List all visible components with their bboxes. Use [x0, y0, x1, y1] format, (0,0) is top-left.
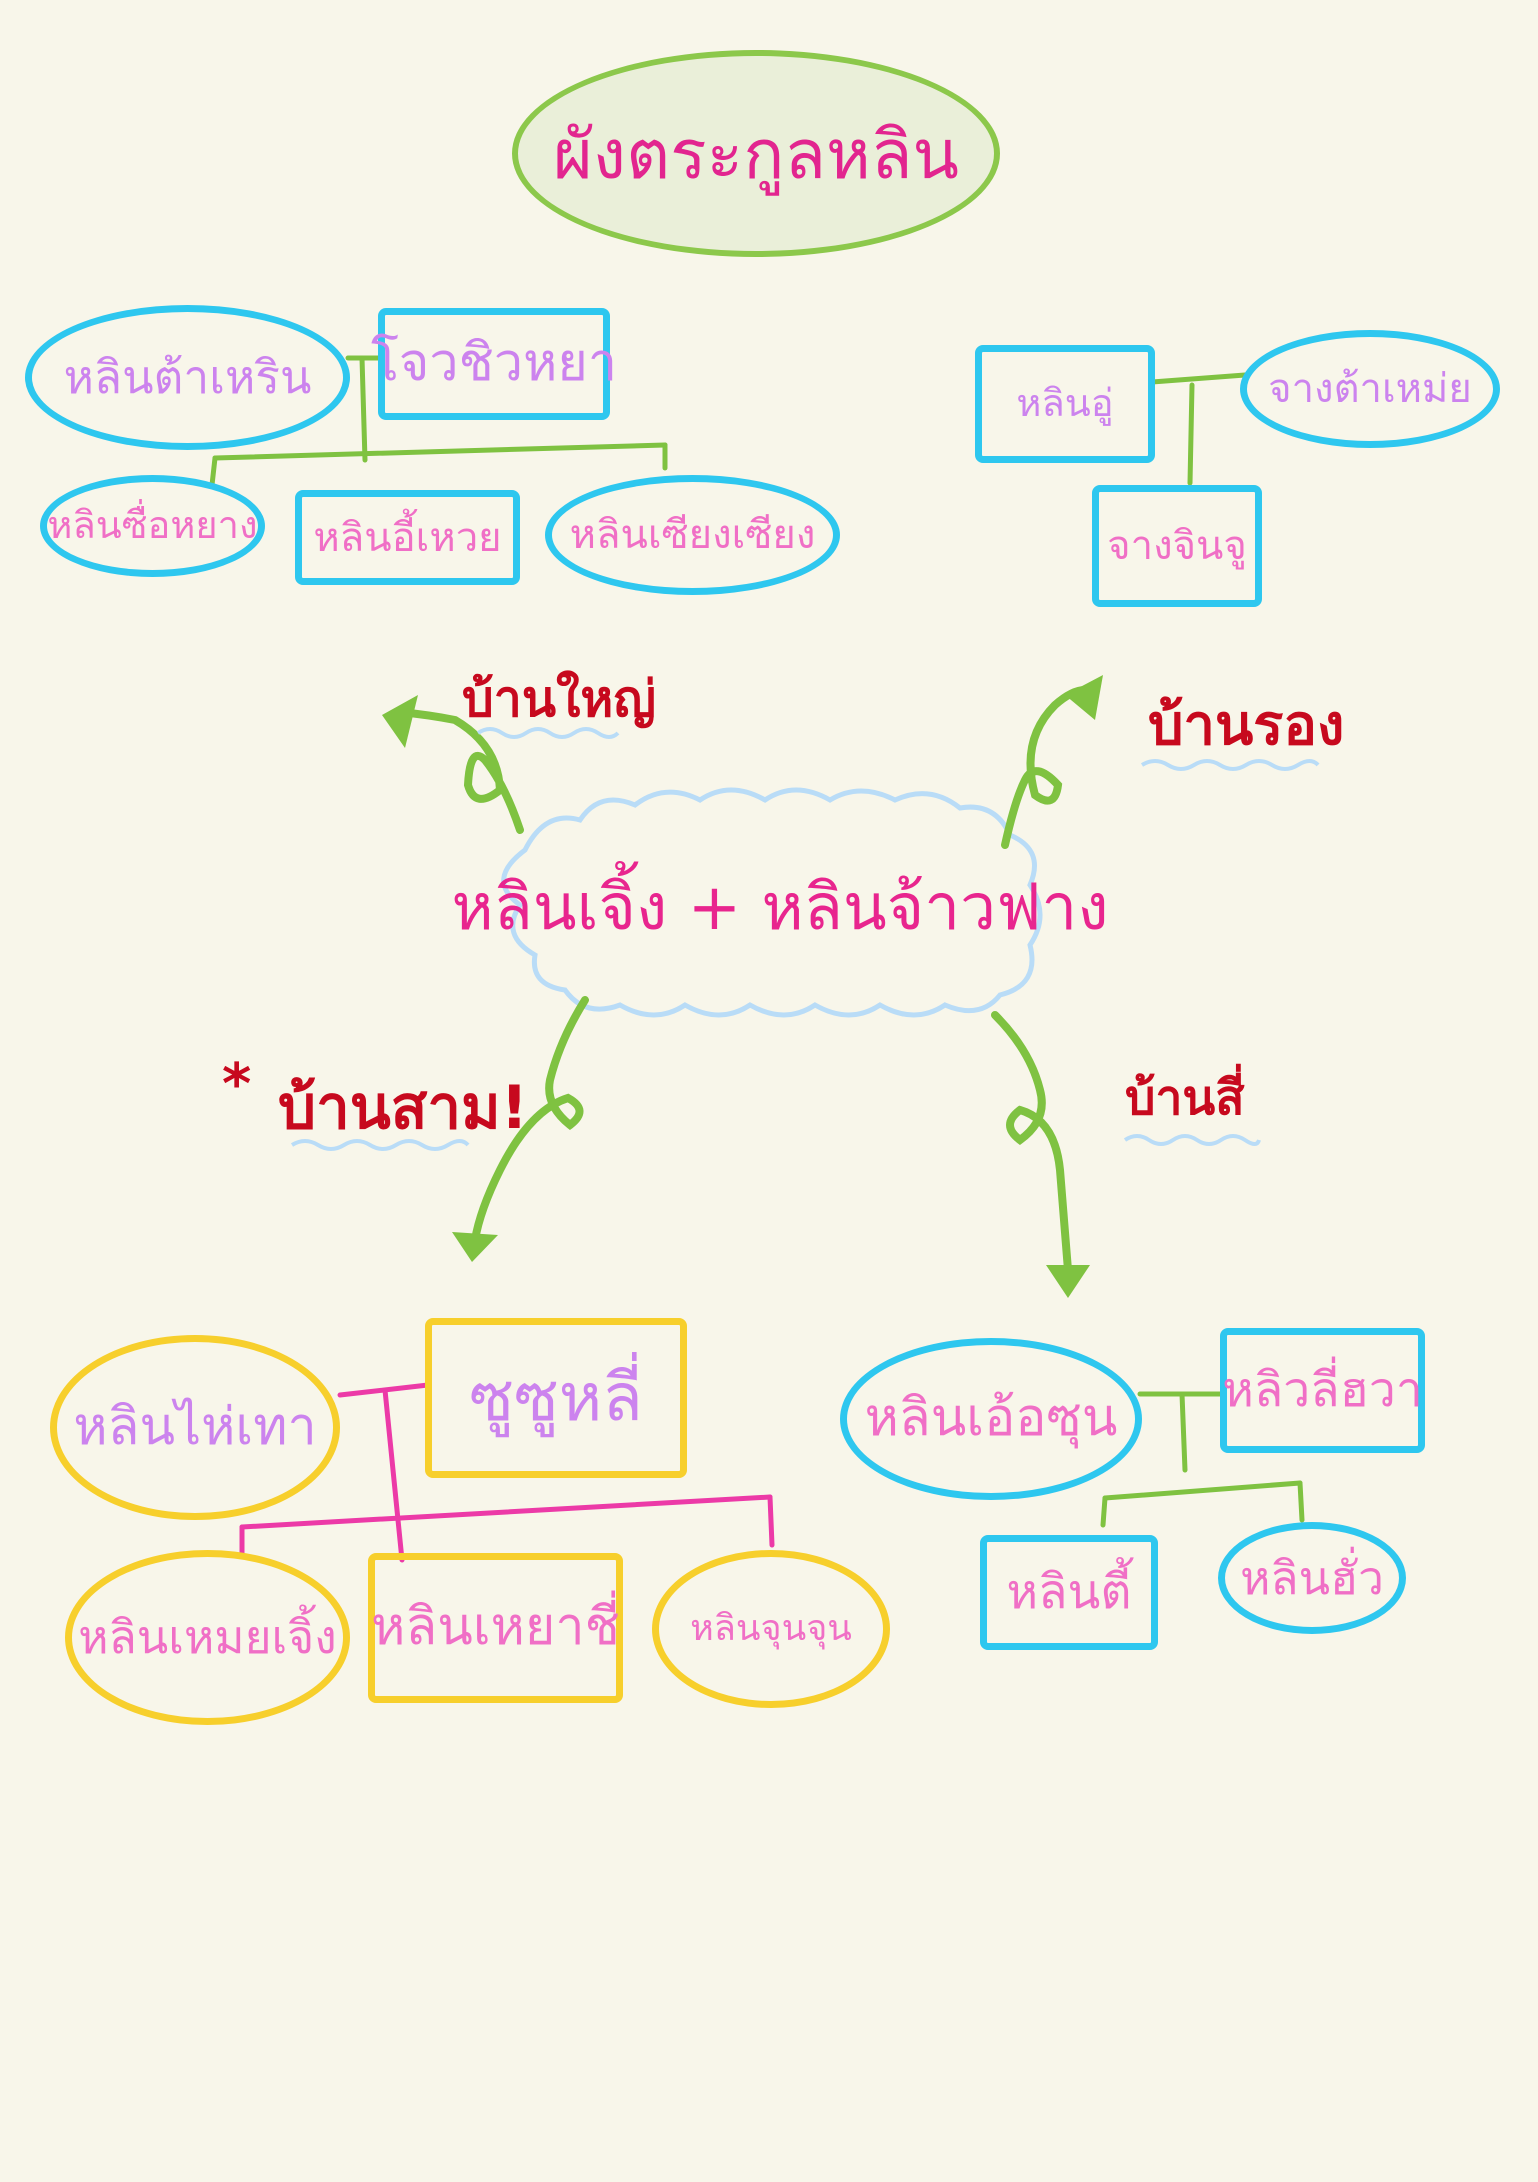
- person-husband-bottom-left: หลินไห่เทา: [50, 1335, 340, 1520]
- bottom-left-family-connectors: [239, 1382, 775, 1563]
- person-husband-bottom-right: หลินเอ้อซุน: [840, 1338, 1142, 1500]
- person-child-top-left-3: หลินเซียงเซียง: [545, 475, 840, 595]
- person-child-bottom-right-2: หลินฮั่ว: [1218, 1522, 1406, 1634]
- arrowhead-bottom-right: [1046, 1265, 1090, 1298]
- person-child-top-right: จางจินจู: [1092, 485, 1262, 607]
- diagram-title: ผังตระกูลหลิน: [512, 50, 1000, 257]
- underline-bottom-right: [1123, 1134, 1261, 1146]
- branch-arrow-top-left: [396, 708, 524, 834]
- branch-label-top-right: บ้านรอง: [1148, 693, 1345, 758]
- branch-label-asterisk: *: [222, 1052, 252, 1117]
- person-child-bottom-left-3: หลินจุนจุน: [652, 1550, 890, 1708]
- person-wife-bottom-left: ซูซูหลี่: [425, 1318, 687, 1478]
- bottom-right-family-connectors: [1100, 1391, 1305, 1528]
- branch-arrow-top-right: [1001, 686, 1089, 849]
- person-child-top-left-2: หลินอี้เหวย: [295, 490, 520, 585]
- person-child-top-left-1: หลินซื่อหยาง: [40, 475, 265, 577]
- arrowhead-bottom-left: [452, 1232, 498, 1262]
- underline-top-left: [476, 727, 620, 739]
- top-left-family-connectors: [209, 355, 668, 488]
- branch-arrow-bottom-right: [991, 1011, 1072, 1274]
- center-couple: หลินเจิ้ง + หลินจ้าวฟาง: [451, 871, 1109, 945]
- person-child-bottom-right-1: หลินตี้: [980, 1535, 1158, 1650]
- person-wife-top-right: จางต้าเหม่ย: [1240, 330, 1500, 448]
- person-child-bottom-left-2: หลินเหยาชี่: [368, 1553, 623, 1703]
- branch-arrow-bottom-left: [471, 996, 589, 1244]
- underline-bottom-left: [290, 1139, 470, 1151]
- arrowhead-top-left: [382, 695, 418, 748]
- arrowhead-top-right: [1065, 675, 1103, 720]
- underline-top-right: [1140, 759, 1320, 771]
- branch-label-bottom-left: บ้านสาม!: [278, 1073, 529, 1143]
- person-husband-top-right: หลินอู่: [975, 345, 1155, 463]
- person-husband-top-left: หลินต้าเหริน: [25, 305, 350, 450]
- person-child-bottom-left-1: หลินเหมยเจิ้ง: [65, 1550, 350, 1725]
- top-right-family-connectors: [1149, 372, 1248, 486]
- branch-label-top-left: บ้านใหญ่: [462, 670, 656, 728]
- center-cloud: [501, 787, 1043, 1018]
- person-wife-bottom-right: หลิวลี่ฮวา: [1220, 1328, 1425, 1453]
- branch-label-bottom-right: บ้านสี่: [1125, 1070, 1245, 1126]
- person-wife-top-left: โจวชิวหยา: [371, 308, 617, 420]
